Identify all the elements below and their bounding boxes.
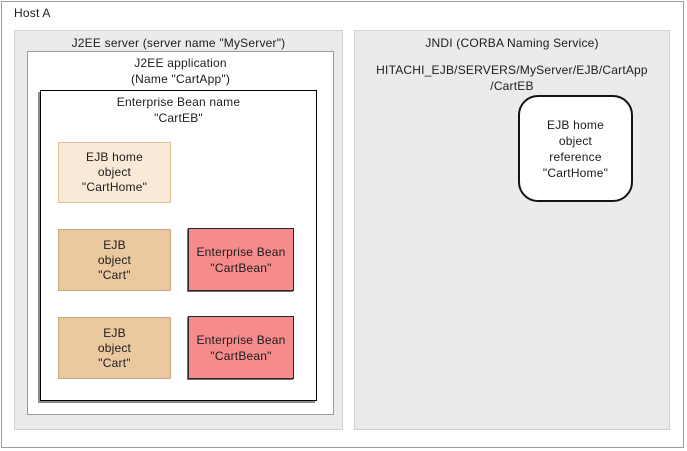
ejb-home-object-line2: object: [97, 165, 132, 179]
ejb-home-object-box: EJB home object "CartHome": [58, 142, 171, 203]
j2ee-application-title-line2: (Name "CartApp"): [130, 72, 231, 86]
ejb-home-reference-line1: EJB home: [547, 117, 604, 132]
enterprise-bean-name-title-line1: Enterprise Bean name: [116, 95, 241, 109]
ejb-home-reference-line4: "CartHome": [542, 165, 609, 180]
ejb-home-reference-line2: object: [558, 133, 593, 148]
jndi-path: HITACHI_EJB/SERVERS/MyServer/EJB/CartApp…: [354, 62, 670, 94]
enterprise-bean-1-line2: "CartBean": [210, 260, 272, 275]
ejb-object-1-line3: "Cart": [98, 267, 131, 282]
jndi-path-line2: /CartEB: [490, 79, 534, 93]
enterprise-bean-name-title-line2: "CartEB": [154, 111, 203, 125]
jndi-panel: JNDI (CORBA Naming Service): [354, 30, 670, 430]
enterprise-bean-1-line1: Enterprise Bean: [196, 244, 286, 259]
host-label: Host A: [14, 6, 51, 20]
enterprise-bean-2-line2: "CartBean": [210, 348, 272, 363]
enterprise-bean-2-line1: Enterprise Bean: [196, 332, 286, 347]
enterprise-bean-box-1: Enterprise Bean "CartBean": [188, 228, 294, 291]
ejb-object-2-line3: "Cart": [98, 355, 131, 370]
ejb-home-reference-box: EJB home object reference "CartHome": [518, 95, 633, 202]
ejb-object-box-1: EJB object "Cart": [58, 229, 171, 291]
ejb-object-1-line2: object: [97, 252, 132, 267]
ejb-object-1-line1: EJB: [103, 237, 126, 252]
j2ee-application-title: J2EE application (Name "CartApp"): [28, 52, 333, 87]
ejb-home-reference-line3: reference: [549, 149, 602, 164]
jndi-path-line1: HITACHI_EJB/SERVERS/MyServer/EJB/CartApp: [376, 63, 648, 77]
enterprise-bean-name-title: Enterprise Bean name "CartEB": [41, 91, 316, 126]
ejb-object-2-line2: object: [97, 340, 132, 355]
jndi-title: JNDI (CORBA Naming Service): [425, 36, 599, 50]
ejb-home-object-line1: EJB home: [86, 150, 143, 164]
ejb-object-2-line1: EJB: [103, 325, 126, 340]
j2ee-application-title-line1: J2EE application: [134, 56, 227, 70]
enterprise-bean-box-2: Enterprise Bean "CartBean": [188, 316, 294, 379]
ejb-home-object-line3: "CartHome": [81, 180, 148, 194]
j2ee-server-title: J2EE server (server name "MyServer"): [71, 36, 286, 50]
ejb-object-box-2: EJB object "Cart": [58, 317, 171, 379]
